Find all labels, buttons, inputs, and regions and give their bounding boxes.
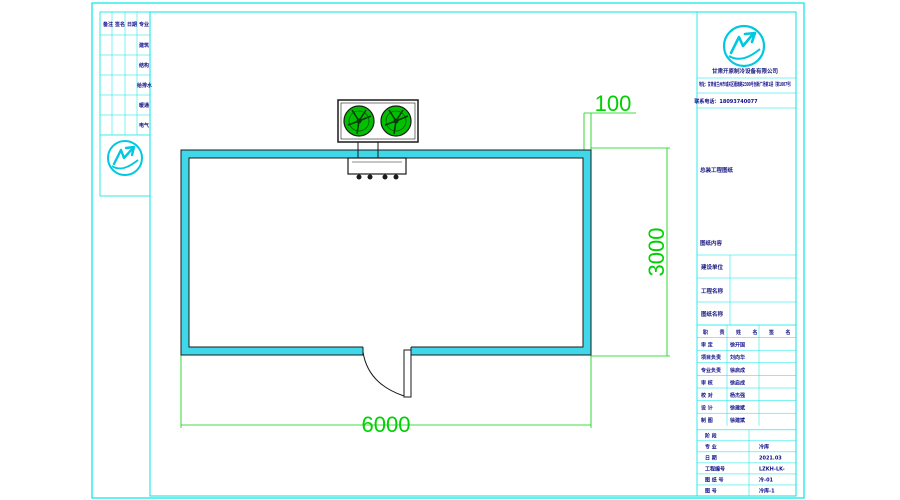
dimension-overall-height: 3000 [644,228,669,277]
sign-role: 项目负责 [701,354,721,361]
sign-name: 杨杰强 [730,392,745,399]
sign-role: 设 计 [701,405,713,412]
info-label: 阶 段 [705,433,717,440]
dimension-wall-thickness: 100 [595,91,632,116]
info-value: 冷-01 [759,477,774,484]
sign-role: 校 对 [701,392,713,399]
strip-cell-5: 电气 [139,122,149,129]
sign-header-cell: 职 [703,329,708,336]
company-phone: 联系电话：18093740077 [694,98,758,105]
strip-header-1: 备注 [102,21,113,28]
info-label: 图 纸 号 [705,477,723,484]
fan-icon [380,105,412,137]
drawing-content-label: 图纸内容 [700,239,723,247]
evaporator-icon [347,157,407,180]
strip-header-3: 日期 [127,21,137,28]
project-name-label: 工程名称 [701,287,724,295]
sign-name: 徐建斌 [729,417,745,424]
info-label: 图 号 [705,488,717,495]
condensing-unit [337,99,419,158]
drawing-title: 总装工程图纸 [700,166,734,174]
sign-name: 徐启成 [729,379,745,386]
strip-cell-2: 结构 [139,62,149,69]
sign-role: 制 图 [701,417,713,424]
company-name: 甘肃开原制冷设备有限公司 [712,67,778,75]
info-table: 阶 段专 业 冷库日 期 2021.03 工程编号 LZKH-LK- 图 纸 号 冷-01 图… [697,429,796,496]
left-strip: 备注 签名 日期 专业 建筑 结构 给排水 暖通 电气 [99,11,153,197]
strip-cell-3: 给排水 [137,82,153,89]
construction-unit-label: 建设单位 [701,263,724,271]
sign-header-cell: 责 [720,329,725,336]
cold-room-walls [180,149,592,357]
strip-cell-1: 建筑 [138,42,149,49]
sign-role: 专业负责 [701,367,721,374]
info-value: 2021.03 [759,456,782,462]
info-value: 冷库 [759,444,769,451]
fan-icon [343,105,375,137]
sign-header-cell: 名 [753,329,758,336]
outer-frame [91,2,805,499]
sign-name: 徐建斌 [729,405,745,412]
strip-header-4: 专业 [139,21,149,28]
sign-role: 审 核 [701,379,713,386]
dimension-overall-width: 6000 [362,412,411,437]
sign-name: 徐开国 [729,342,745,349]
title-block: 甘肃开原制冷设备有限公司 地址：甘肃省兰州市城关区雁滩路2300号创新广场第1层… [694,12,796,496]
sign-header-cell: 姓 [735,329,741,336]
sign-name: 刘向华 [730,354,745,361]
strip-cell-4: 暖通 [139,102,149,109]
sign-role: 审 定 [701,342,713,349]
dimension-lines [180,112,670,428]
info-value: LZKH-LK- [759,467,785,473]
company-address: 地址：甘肃省兰州市城关区雁滩路2300号创新广场第1层（第1007号） [699,81,793,88]
info-label: 专 业 [705,444,717,451]
door-swing-icon [362,349,412,398]
drawing-name-label: 图纸名称 [701,310,724,318]
info-label: 日 期 [705,455,717,462]
company-logo-icon [722,24,766,68]
company-logo-icon [107,140,143,176]
info-value: 冷库-1 [759,488,775,495]
inner-frame [149,11,797,497]
sign-name: 徐启成 [729,367,745,374]
sign-header-cell: 名 [786,329,791,336]
sign-header-cell: 签 [768,329,775,336]
signature-table: 职责姓名签名审 定徐开国项目负责刘向华专业负责徐启成审 核徐启成校 对杨杰强设 … [697,324,796,426]
info-label: 工程编号 [705,466,725,473]
strip-header-2: 签名 [114,21,125,28]
